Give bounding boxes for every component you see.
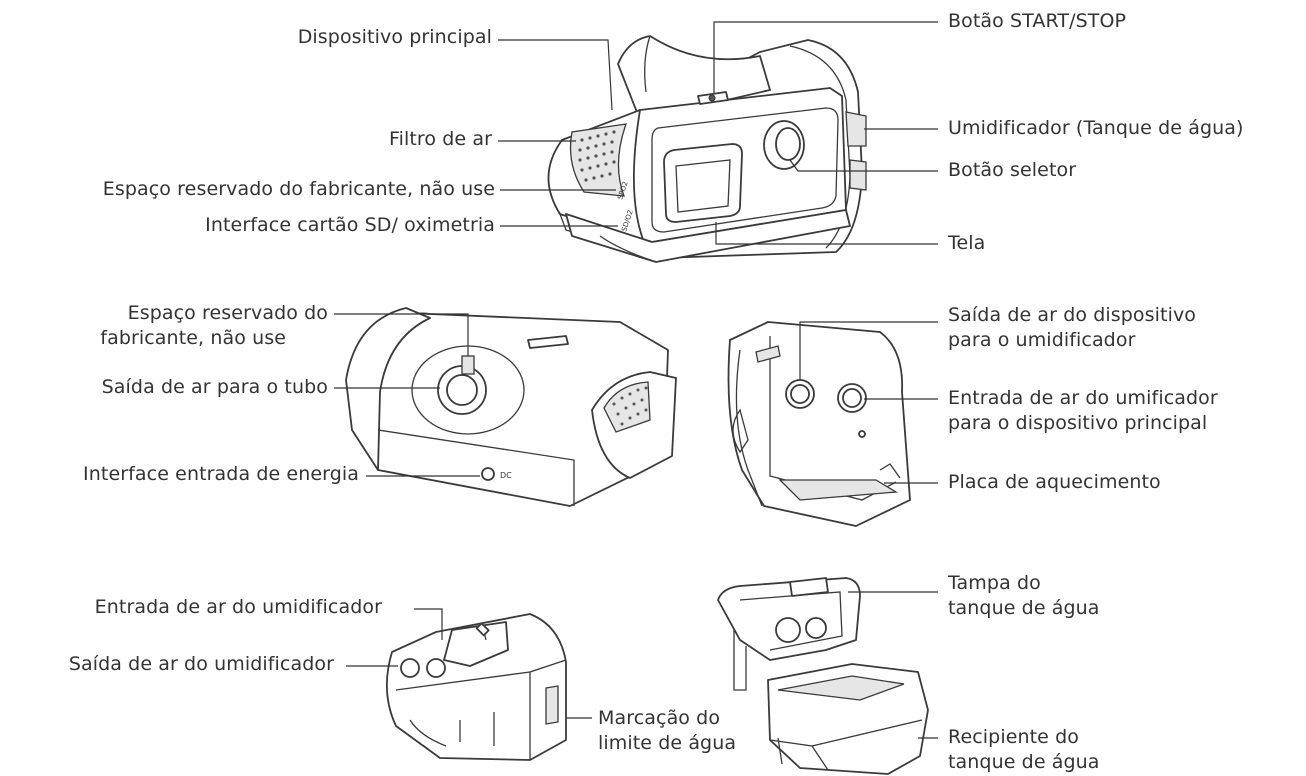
- water-tank-open-view: [717, 577, 929, 775]
- label-saida-ar-umidificador: Saída de ar do umidificador: [68, 653, 334, 675]
- label-botao-start-stop: Botão START/STOP: [948, 10, 1127, 32]
- label-tampa-tanque: Tampa do tanque de água: [948, 571, 1100, 621]
- label-recipiente-tanque: Recipiente do tanque de água: [948, 725, 1100, 775]
- air-filter-grid: [569, 123, 627, 197]
- screen: [663, 143, 743, 223]
- reserved-port-rear: [461, 355, 475, 375]
- label-placa-aquecimento: Placa de aquecimento: [948, 471, 1161, 493]
- label-interface-energia: Interface entrada de energia: [83, 463, 359, 485]
- label-espaco-reservado-frontal: Espaço reservado do fabricante, não use: [102, 178, 495, 200]
- heating-plate: [778, 479, 899, 501]
- label-entrada-ar-umificador: Entrada de ar do umificador para o dispo…: [948, 386, 1218, 436]
- selector-knob: [763, 120, 805, 170]
- main-device-front-view: SPO2 SD/O2: [547, 35, 867, 263]
- power-port-mark: DC: [500, 471, 512, 480]
- humidifier-inlet-port: [837, 383, 867, 413]
- start-stop-button: [697, 91, 729, 105]
- label-recipiente-tanque-line1: Recipiente do: [948, 726, 1079, 748]
- device-outlet-port: [785, 379, 815, 409]
- label-umidificador: Umidificador (Tanque de água): [948, 117, 1244, 139]
- label-espaco-reservado-traseiro: Espaço reservado do fabricante, não use: [100, 301, 328, 351]
- label-entrada-ar-umificador-line1: Entrada de ar do umificador: [948, 387, 1218, 409]
- label-botao-seletor: Botão seletor: [948, 159, 1077, 181]
- label-espaco-reservado-traseiro-line2: fabricante, não use: [100, 327, 286, 349]
- label-saida-ar-tubo: Saída de ar para o tubo: [101, 376, 328, 398]
- humidifier-outlet-ports: [400, 658, 446, 678]
- leader-lines: [334, 21, 938, 739]
- label-tela: Tela: [948, 232, 986, 254]
- label-tampa-tanque-line2: tanque de água: [948, 597, 1100, 619]
- label-marcacao-limite-agua: Marcação do limite de água: [598, 706, 736, 756]
- humidifier-dock-view: [727, 321, 911, 527]
- label-filtro-de-ar: Filtro de ar: [388, 128, 492, 150]
- label-saida-ar-dispositivo: Saída de ar do dispositivo para o umidif…: [948, 303, 1196, 353]
- label-entrada-ar-umidificador: Entrada de ar do umidificador: [94, 596, 382, 618]
- label-espaco-reservado-traseiro-line1: Espaço reservado do: [127, 302, 328, 324]
- label-interface-cartao-sd: Interface cartão SD/ oximetria: [205, 214, 495, 236]
- label-marcacao-limite-agua-line1: Marcação do: [598, 707, 721, 729]
- label-saida-ar-dispositivo-line1: Saída de ar do dispositivo: [948, 304, 1197, 326]
- label-marcacao-limite-agua-line2: limite de água: [598, 732, 737, 754]
- humidifier-tank-view: [385, 613, 567, 761]
- label-entrada-ar-umificador-line2: para o dispositivo principal: [948, 412, 1208, 434]
- power-port: DC: [481, 467, 512, 481]
- label-dispositivo-principal: Dispositivo principal: [297, 26, 492, 48]
- label-saida-ar-dispositivo-line2: para o umidificador: [948, 329, 1136, 351]
- label-tampa-tanque-line1: Tampa do: [948, 572, 1041, 594]
- label-recipiente-tanque-line2: tanque de água: [948, 751, 1100, 773]
